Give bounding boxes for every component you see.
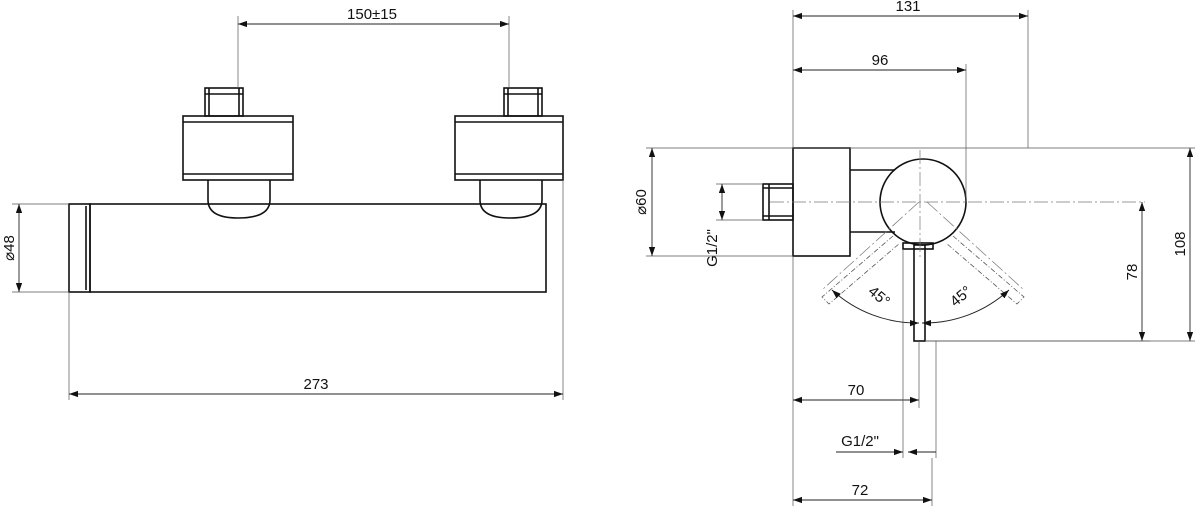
front-view: 150±15 ⌀48 273: [1, 6, 564, 400]
end-cap: [68, 203, 91, 293]
outlet-offset-label: 70: [848, 382, 865, 399]
dim-spacing: 150±15: [237, 6, 510, 88]
dim-total-height: 108: [925, 148, 1195, 342]
total-height-label: 108: [1172, 231, 1189, 256]
depth-handle-label: 96: [872, 52, 889, 69]
body-diameter-label: ⌀48: [1, 235, 18, 261]
side-body: [850, 169, 895, 233]
dim-depth-total: 131: [792, 0, 1029, 148]
outlet-height-label: 78: [1124, 264, 1141, 281]
lever-stem: [913, 244, 926, 342]
angle-arcs: 45° 45°: [831, 283, 1010, 327]
right-connector: [454, 87, 564, 219]
dim-inlet-thread: G1/2": [704, 183, 763, 267]
dim-outlet-depth: 72: [793, 458, 933, 506]
angle-left-label: 45°: [865, 283, 893, 311]
side-view: 45° 45° 131 96 ⌀60 G1/2": [633, 0, 1195, 506]
dim-outlet-offset: 70: [792, 256, 920, 506]
dim-body-diameter: ⌀48: [1, 203, 69, 293]
mixer-body: [89, 203, 547, 293]
outlet-depth-label: 72: [852, 482, 869, 499]
handle-diameter-label: ⌀60: [633, 189, 650, 215]
depth-total-label: 131: [895, 0, 920, 15]
total-length-label: 273: [303, 376, 328, 393]
left-connector: [182, 87, 294, 219]
dim-outlet-thread: G1/2": [836, 249, 937, 458]
angle-right-label: 45°: [947, 283, 975, 311]
dim-handle-diameter: ⌀60: [633, 147, 1195, 257]
lever-rotation-ghosts: [821, 201, 1025, 305]
spacing-label: 150±15: [347, 6, 397, 23]
dim-total-length: 273: [68, 180, 564, 400]
dim-depth-handle: 96: [793, 52, 967, 202]
inlet-thread-label: G1/2": [704, 229, 721, 267]
outlet-thread-label: G1/2": [841, 433, 879, 450]
dim-outlet-height: 78: [925, 202, 1150, 342]
